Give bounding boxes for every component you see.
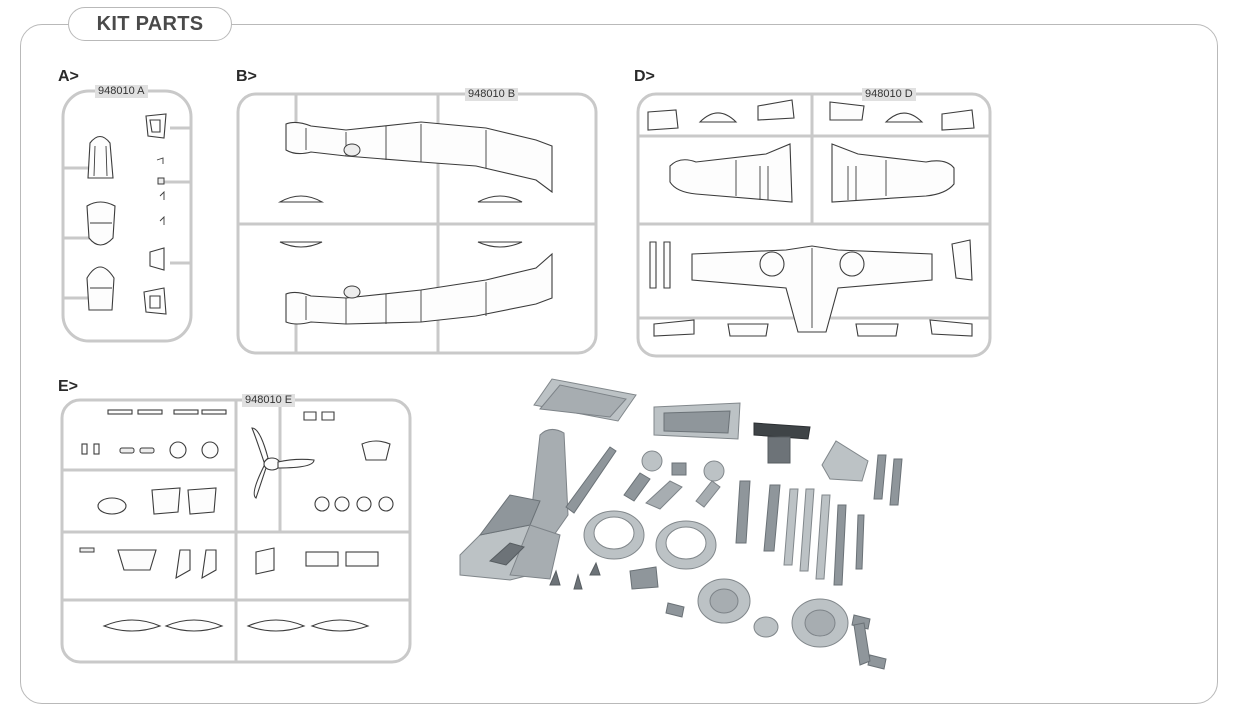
section-b-label: B> (236, 68, 257, 85)
part-d9 (653, 319, 695, 337)
sprue-b-code: 948010 B (465, 88, 519, 101)
small-part-e19 (378, 496, 394, 512)
drop-tank-half-e27 (102, 619, 162, 632)
small-part-a2 (156, 157, 164, 164)
small-part-b2 (279, 241, 323, 248)
small-part-e7 (119, 447, 135, 454)
sprue-d (636, 92, 992, 358)
frame-part-a7 (143, 287, 167, 315)
wing-upper-left (669, 143, 793, 203)
small-part-e6 (93, 443, 100, 455)
part-e12 (361, 440, 391, 461)
small-part-b1 (277, 195, 325, 203)
strip-part-e1 (107, 409, 133, 415)
small-part-a4 (159, 190, 165, 200)
small-part-e5 (81, 443, 88, 455)
part-e13 (97, 497, 127, 515)
small-part-e8 (139, 447, 155, 454)
section-a-label: A> (58, 68, 79, 85)
sprue-e (60, 398, 412, 664)
strut-part-e22 (175, 549, 191, 580)
part-d10 (727, 323, 769, 337)
wheel-hub-e10 (201, 441, 219, 459)
frame-part-a6 (149, 247, 165, 271)
part-d6 (941, 109, 975, 131)
drop-tank-half-e28 (164, 619, 224, 632)
part-d7 (649, 241, 671, 289)
sprue-a (61, 89, 193, 343)
part-d4 (829, 101, 865, 121)
section-d-label: D> (634, 68, 655, 85)
sprue-b (236, 92, 598, 355)
part-d8 (951, 239, 973, 281)
fuselage-half-left (285, 121, 553, 194)
frame-part-a1 (145, 113, 167, 139)
radiator-part-e21 (117, 549, 157, 571)
strip-part-e2 (137, 409, 163, 415)
canopy-part-1 (87, 135, 114, 179)
part-d2 (698, 112, 738, 123)
strut-part-e23 (201, 549, 217, 580)
part-d12 (929, 319, 973, 337)
panel-part-e14 (151, 487, 181, 515)
small-part-b3 (477, 195, 523, 203)
part-d5 (884, 112, 924, 123)
canopy-part-3 (86, 266, 115, 311)
part-d3 (757, 99, 795, 121)
small-part-b4 (477, 241, 523, 248)
sprue-e-code: 948010 E (242, 394, 296, 407)
small-part-e20 (79, 547, 95, 553)
resin-parts-render (459, 378, 903, 670)
section-e-label: E> (58, 378, 79, 395)
part-e26 (345, 551, 379, 567)
strip-part-e4 (201, 409, 227, 415)
wheel-hub-e9 (169, 441, 187, 459)
propeller (251, 427, 315, 499)
sprue-a-code: 948010 A (95, 85, 148, 98)
part-e24 (255, 547, 275, 575)
page-title: KIT PARTS (68, 7, 232, 41)
small-part-e17 (334, 496, 350, 512)
wing-lower (691, 245, 933, 333)
sprue-d-code: 948010 D (862, 88, 916, 101)
small-part-a5 (159, 215, 165, 225)
drop-tank-half-e30 (310, 619, 370, 632)
panel-part-e15 (187, 487, 217, 515)
small-part-a3 (157, 177, 165, 185)
small-part-e18 (356, 496, 372, 512)
small-part-e16 (314, 496, 330, 512)
strip-part-e3 (173, 409, 199, 415)
part-d11 (855, 323, 899, 337)
fuselage-half-right (285, 252, 553, 325)
canopy-part-2 (86, 201, 116, 246)
drop-tank-half-e29 (246, 619, 306, 632)
part-d1 (647, 109, 679, 131)
wing-upper-right (831, 143, 955, 203)
part-e25 (305, 551, 339, 567)
kit-parts-frame (20, 24, 1218, 704)
small-part-e11 (303, 411, 335, 421)
